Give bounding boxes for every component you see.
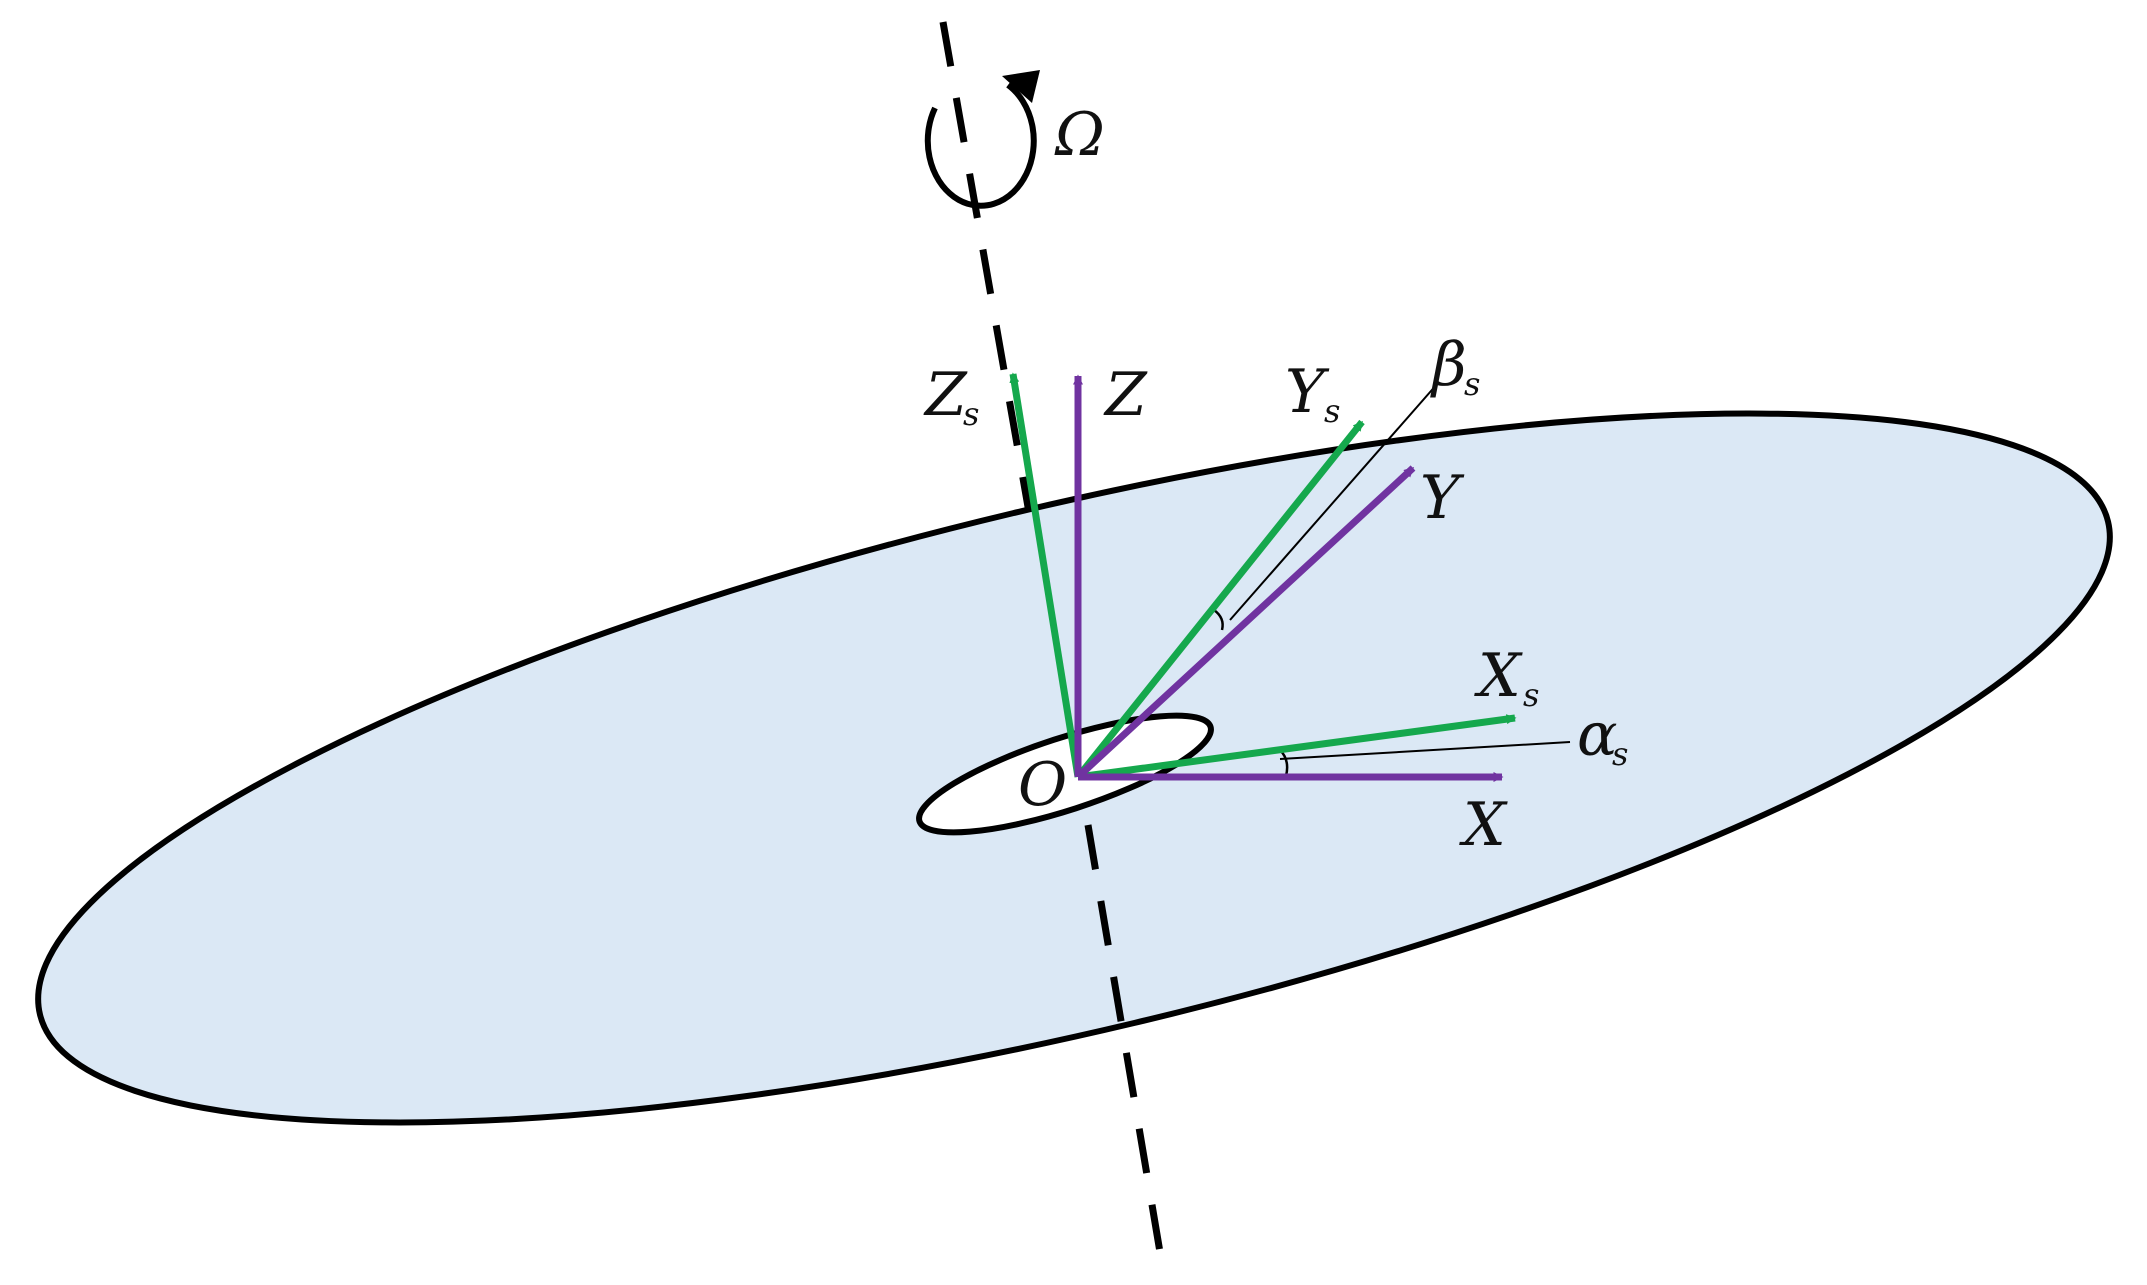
rotation-arrowhead-icon xyxy=(1002,70,1040,103)
alpha-angle-leader-line xyxy=(1279,741,1571,760)
ys-axis-label: Y xyxy=(1285,357,1330,427)
ys-axis-subscript: s xyxy=(1324,392,1340,430)
rotation-direction-arrow xyxy=(924,82,1037,209)
zs-axis-label: Z xyxy=(923,360,968,430)
xs-axis-label: X xyxy=(1474,641,1523,711)
ys-axis-arrow xyxy=(1075,419,1365,780)
alpha-angle-label: α xyxy=(1577,700,1618,770)
alpha-angle-subscript: s xyxy=(1612,735,1628,773)
zs-axis-subscript: s xyxy=(963,395,979,433)
origin-label: O xyxy=(1018,750,1067,820)
y-axis-label: Y xyxy=(1420,463,1465,533)
beta-angle-subscript: s xyxy=(1464,365,1480,403)
z-axis-label: Z xyxy=(1103,360,1148,430)
center-hole xyxy=(916,712,1214,836)
beta-angle-arc xyxy=(1213,608,1224,631)
beta-angle-label: β xyxy=(1430,330,1467,400)
x-axis-label: X xyxy=(1459,790,1508,860)
zs-axis-arrow xyxy=(1009,372,1082,778)
y-axis-arrow xyxy=(1075,465,1416,780)
omega-label: Ω xyxy=(1054,100,1105,170)
xs-axis-subscript: s xyxy=(1523,676,1539,714)
xs-axis-arrow xyxy=(1077,714,1517,781)
beta-angle-leader-line xyxy=(1229,382,1439,621)
